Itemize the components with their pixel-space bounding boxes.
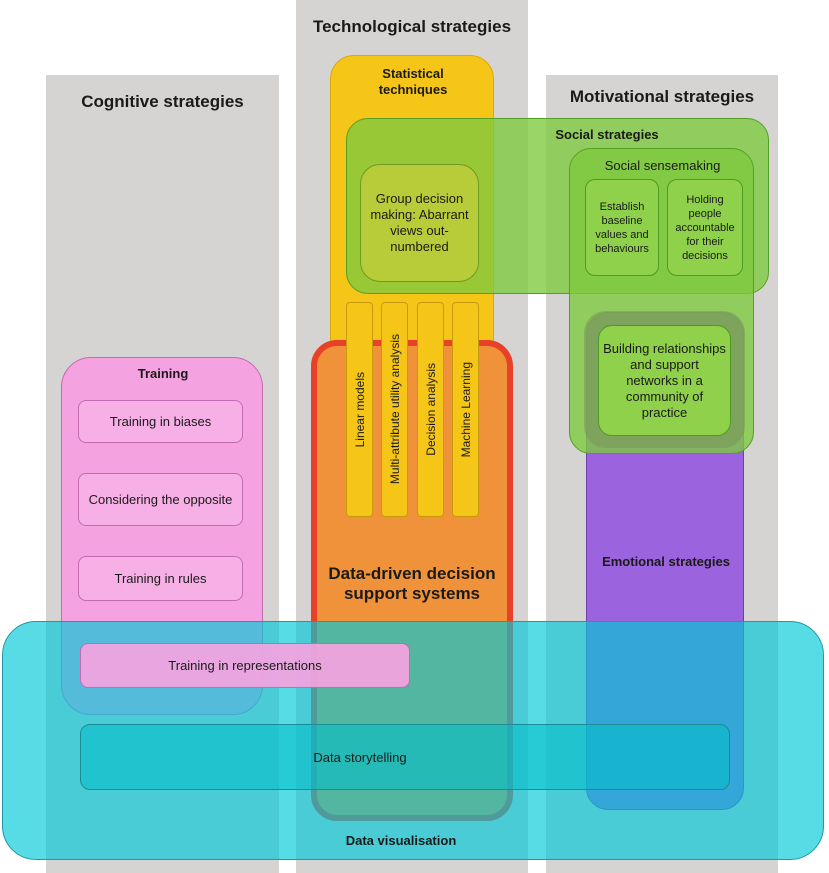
cognitive-column-title: Cognitive strategies (81, 92, 244, 111)
building-relationships-box: Building relationships and support netwo… (598, 325, 731, 436)
training-item: Training in biases (78, 400, 243, 443)
training-title: Training (137, 365, 189, 381)
group-decision-box: Group decision making: Abarrant views ou… (360, 164, 479, 282)
technique-label: Linear models (352, 371, 367, 448)
training-item: Training in rules (78, 556, 243, 601)
technique-label: Multi-attribute utility analysis (387, 334, 402, 485)
technique-label: Decision analysis (423, 363, 438, 456)
emotional-strategies-label: Emotional strategies (602, 553, 730, 569)
training-item: Considering the opposite (78, 473, 243, 526)
establish-baseline-box: Establish baseline values and behaviours (585, 179, 659, 276)
data-visualisation-label: Data visualisation (345, 832, 457, 848)
social-strategies-title: Social strategies (555, 126, 659, 142)
technique-bar-machine-learning: Machine Learning (452, 302, 479, 517)
holding-accountable-box: Holding people accountable for their dec… (667, 179, 743, 276)
social-sensemaking-title: Social sensemaking (604, 157, 721, 173)
technique-bar-linear-models: Linear models (346, 302, 373, 517)
statistical-techniques-title: Statistical techniques (378, 66, 448, 97)
data-storytelling-box: Data storytelling (80, 724, 730, 790)
technological-column-title: Technological strategies (312, 17, 512, 36)
technique-bar-multi-attribute: Multi-attribute utility analysis (381, 302, 408, 517)
motivational-column-title: Motivational strategies (569, 87, 755, 106)
technique-bar-decision-analysis: Decision analysis (417, 302, 444, 517)
technique-label: Machine Learning (458, 361, 473, 458)
training-representations-box: Training in representations (80, 643, 410, 688)
ddss-label: Data-driven decision support systems (328, 564, 496, 603)
